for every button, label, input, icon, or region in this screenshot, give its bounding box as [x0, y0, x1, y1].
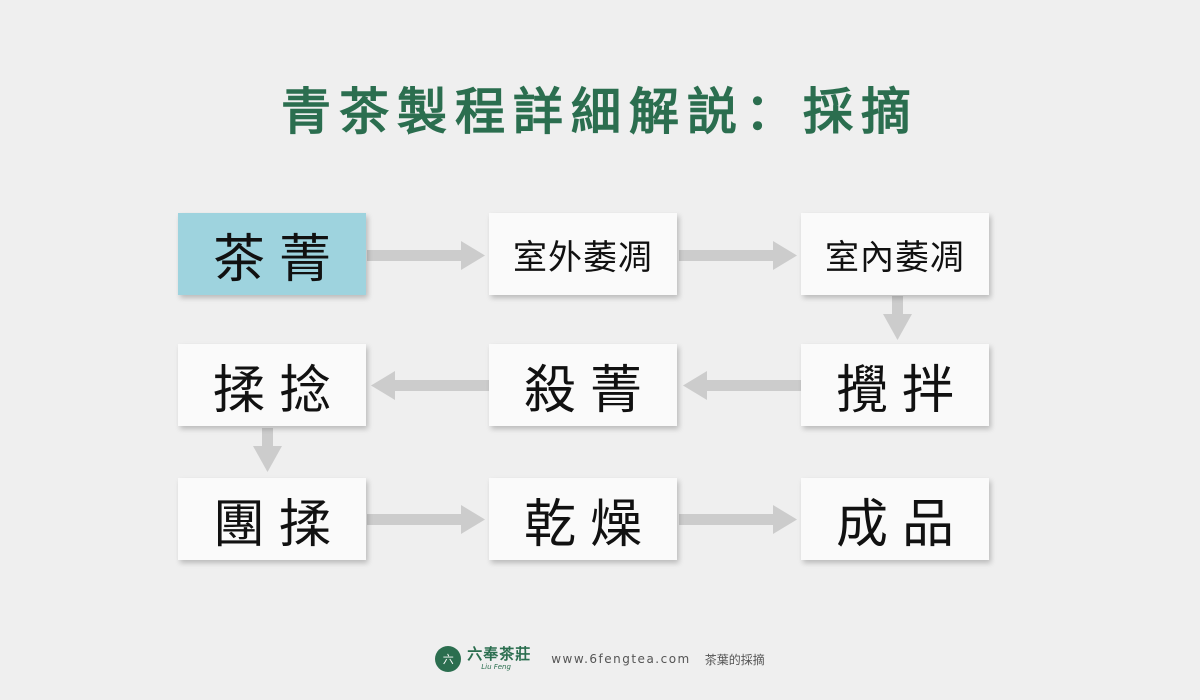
arrow-1-to-2	[367, 241, 485, 270]
arrow-2-to-3	[679, 241, 797, 270]
step-rolling: 揉捻	[178, 344, 366, 426]
brand-logo-icon: 六	[435, 646, 462, 672]
step-outdoor-withering: 室外萎凋	[489, 213, 677, 295]
arrow-5-to-4	[371, 371, 490, 400]
step-ball-rolling: 團揉	[178, 478, 366, 560]
step-stirring: 攪拌	[801, 344, 989, 426]
step-drying: 乾燥	[489, 478, 677, 560]
brand-name: 六奉茶莊	[467, 645, 532, 663]
step-fixing: 殺菁	[489, 344, 677, 426]
brand-subtitle: Liu Feng	[481, 663, 511, 671]
step-finished-product: 成品	[801, 478, 989, 560]
footer-tagline: 茶葉的採摘	[704, 652, 765, 667]
arrow-6-to-5	[683, 371, 802, 400]
footer: 六 六奉茶莊 Liu Feng www.6fengtea.com 茶葉的採摘	[0, 646, 1200, 672]
step-indoor-withering: 室內萎凋	[801, 213, 989, 295]
arrow-8-to-9	[679, 505, 797, 534]
arrow-3-to-6	[883, 296, 912, 340]
page-title: 青茶製程詳細解説：採摘	[281, 83, 919, 141]
arrow-4-to-7	[253, 428, 282, 472]
arrow-7-to-8	[367, 505, 485, 534]
website-link[interactable]: www.6fengtea.com	[551, 652, 691, 666]
step-tea-leaves: 茶菁	[178, 213, 366, 295]
brand: 六奉茶莊 Liu Feng	[467, 647, 531, 671]
